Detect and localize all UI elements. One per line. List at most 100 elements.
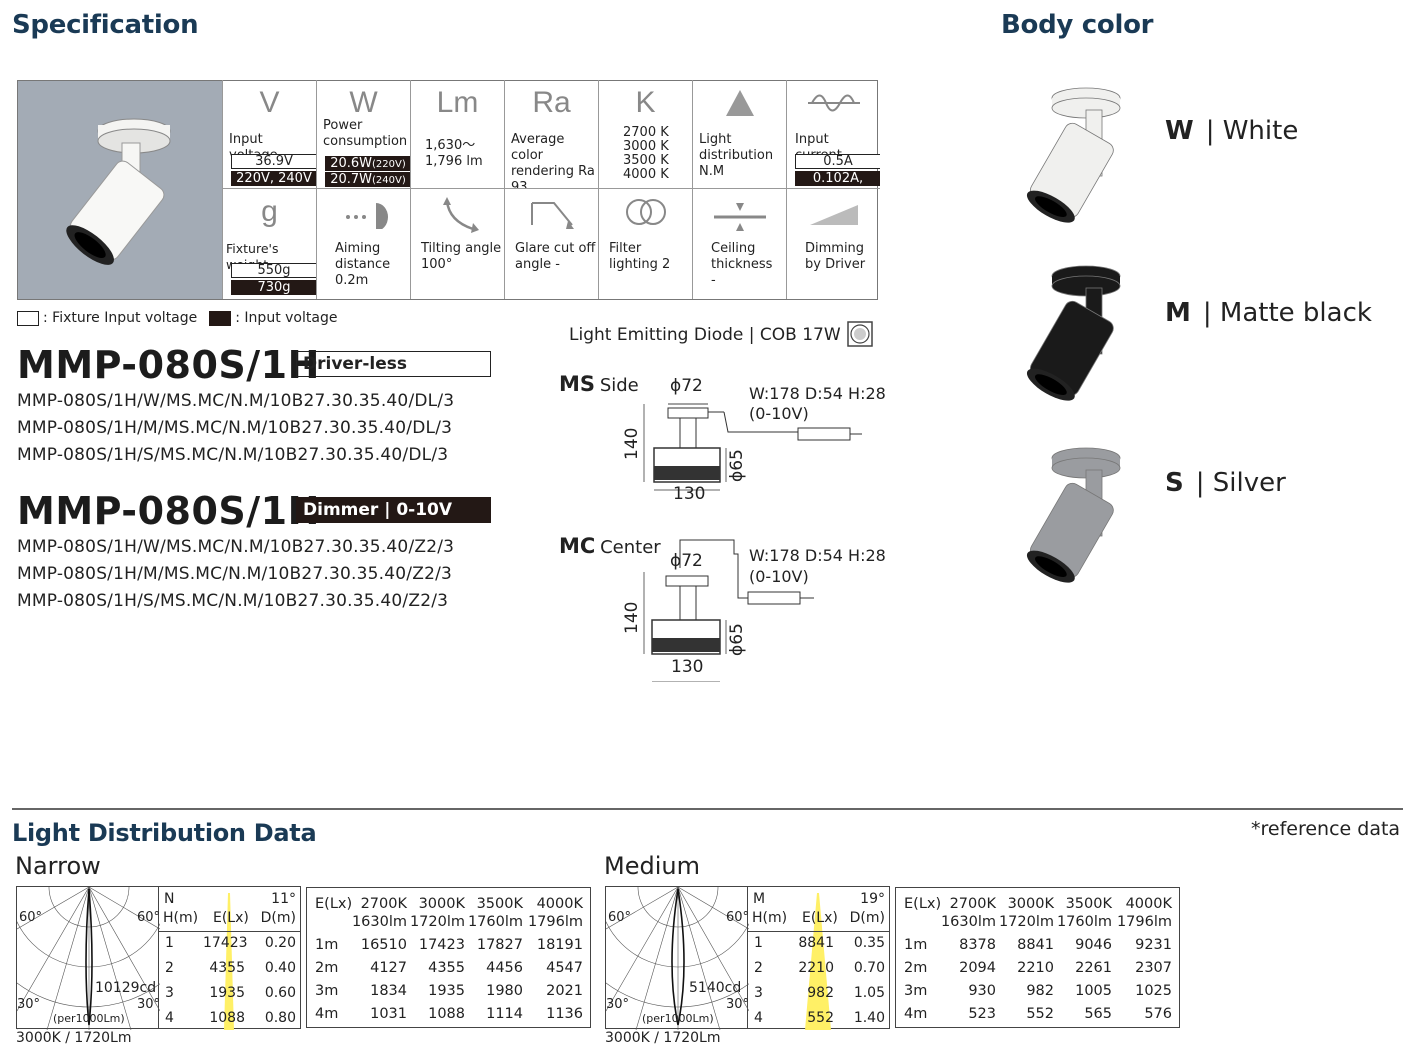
lux-header: 4000K xyxy=(1125,896,1172,912)
model-code: MMP-080S/1H/W/MS.MC/N.M/10B27.30.35.40/Z… xyxy=(17,537,455,557)
ms-driver-note: (0-10V) xyxy=(749,404,809,423)
candela-label: 5140cd xyxy=(689,980,742,996)
model-code: MMP-080S/1H/M/MS.MC/N.M/10B27.30.35.40/Z… xyxy=(17,564,453,584)
legend-black-label: : Input voltage xyxy=(235,310,338,326)
tag-driver-less: Driver-less xyxy=(296,351,491,377)
lux-value: 565 xyxy=(1084,1006,1112,1022)
spec-cell: Tilting angle 100° xyxy=(410,189,504,299)
lux-value: 576 xyxy=(1144,1006,1172,1022)
height-value: 2 xyxy=(754,960,763,976)
lux-value: 552 xyxy=(1026,1006,1054,1022)
diameter-value: 0.20 xyxy=(264,935,296,951)
lux-subheader: 1760lm xyxy=(1056,914,1112,930)
body-color-image xyxy=(1024,444,1134,588)
d-header: D(m) xyxy=(260,910,296,926)
lux-row-height: 4m xyxy=(315,1006,339,1022)
lux-header: 4000K xyxy=(536,896,583,912)
lux-subheader: 1720lm xyxy=(409,914,465,930)
weight-icon: g xyxy=(261,195,278,228)
lux-header: 2700K xyxy=(949,896,996,912)
lux-header: 3000K xyxy=(1007,896,1054,912)
voltage-legend: : Fixture Input voltage : Input voltage xyxy=(17,310,337,326)
lux-value: 982 xyxy=(1026,983,1054,999)
mc-phi-top: ϕ72 xyxy=(670,551,703,571)
fixture-voltage-box: 36.9V xyxy=(231,154,316,169)
h-header: H(m) xyxy=(752,910,788,926)
lux-header: E(Lx) xyxy=(904,896,942,912)
lux-value: 9046 xyxy=(1075,937,1112,953)
height-value: 3 xyxy=(754,985,763,1001)
mc-driver-size: W:178 D:54 H:28 xyxy=(749,546,886,565)
diameter-value: 0.60 xyxy=(264,985,296,1001)
illuminance-value: 552 xyxy=(807,1010,834,1026)
angle-label: 60° xyxy=(726,910,750,925)
spec-cell: Aiming distance 0.2m xyxy=(316,189,410,299)
body-color-label: M| Matte black xyxy=(1165,298,1372,328)
body-color-image xyxy=(1024,262,1134,406)
lux-value: 523 xyxy=(968,1006,996,1022)
diameter-value: 0.40 xyxy=(264,960,296,976)
lux-value: 4456 xyxy=(486,960,523,976)
power-240v-box: 20.7W(240V) xyxy=(325,172,410,187)
distribution-footer: 3000K / 1720Lm xyxy=(16,1030,132,1046)
lux-value: 18191 xyxy=(536,937,583,953)
diagram-name: Side xyxy=(599,375,639,396)
diameter-value: 0.80 xyxy=(264,1010,296,1026)
height-value: 4 xyxy=(754,1010,763,1026)
ms-phi-side: ϕ65 xyxy=(727,449,747,482)
kelvin-icon: K xyxy=(635,86,656,119)
d-header: D(m) xyxy=(849,910,885,926)
e-header: E(Lx) xyxy=(213,910,249,926)
fixture-voltage-box: 550g xyxy=(231,263,316,278)
lux-value: 9231 xyxy=(1135,937,1172,953)
model-code: MMP-080S/1H/S/MS.MC/N.M/10B27.30.35.40/D… xyxy=(17,445,449,465)
mc-width: 130 xyxy=(671,657,704,677)
lux-subheader: 1760lm xyxy=(467,914,523,930)
lux-value: 17423 xyxy=(418,937,465,953)
lux-value: 930 xyxy=(968,983,996,999)
spec-cell: Ceiling thickness - xyxy=(692,189,786,299)
spec-grid xyxy=(17,80,878,300)
kelvin-value: 4000 K xyxy=(623,167,669,182)
height-value: 2 xyxy=(165,960,174,976)
lux-subheader: 1630lm xyxy=(351,914,407,930)
divider xyxy=(748,931,890,932)
lux-value: 1088 xyxy=(428,1006,465,1022)
power-icon: W xyxy=(349,86,378,119)
spec-label: Glare cut off angle - xyxy=(515,241,596,272)
spec-label: Dimming by Driver xyxy=(805,241,866,272)
divider xyxy=(159,931,301,932)
ms-phi-top: ϕ72 xyxy=(670,376,703,396)
product-photo xyxy=(18,81,223,299)
model-codes-dimmer: MMP-080S/1H/W/MS.MC/N.M/10B27.30.35.40/Z… xyxy=(17,534,454,615)
beam-code: M xyxy=(753,891,766,907)
color-name: | White xyxy=(1205,116,1299,146)
illuminance-value: 2210 xyxy=(798,960,834,976)
diagram-mc-title: MC Center xyxy=(559,534,661,558)
lux-value: 1136 xyxy=(546,1006,583,1022)
cob-led-icon xyxy=(847,321,873,347)
lux-value: 2210 xyxy=(1017,960,1054,976)
tilting-angle-icon xyxy=(411,195,504,233)
beam-angle: 19° xyxy=(860,891,885,907)
per-lumen-label: (per1000Lm) xyxy=(642,1012,714,1025)
diagram-mc-drawing xyxy=(643,539,814,682)
body-color-image xyxy=(1024,84,1134,228)
lux-header: 3500K xyxy=(1065,896,1112,912)
h-header: H(m) xyxy=(163,910,199,926)
lux-value: 2021 xyxy=(546,983,583,999)
distribution-title: Medium xyxy=(604,852,700,880)
angle-label: 60° xyxy=(19,910,43,925)
lux-value: 1031 xyxy=(370,1006,407,1022)
illuminance-value: 1935 xyxy=(209,985,245,1001)
lux-value: 1005 xyxy=(1075,983,1112,999)
lux-row-height: 3m xyxy=(315,983,339,999)
diagram-name: Center xyxy=(600,537,661,558)
lux-value: 1114 xyxy=(486,1006,523,1022)
spec-cell: Input current0.5A0.102A, 0.095A xyxy=(786,80,880,189)
input-voltage-box: 0.102A, 0.095A xyxy=(795,171,880,188)
legend-white-swatch xyxy=(17,310,39,326)
